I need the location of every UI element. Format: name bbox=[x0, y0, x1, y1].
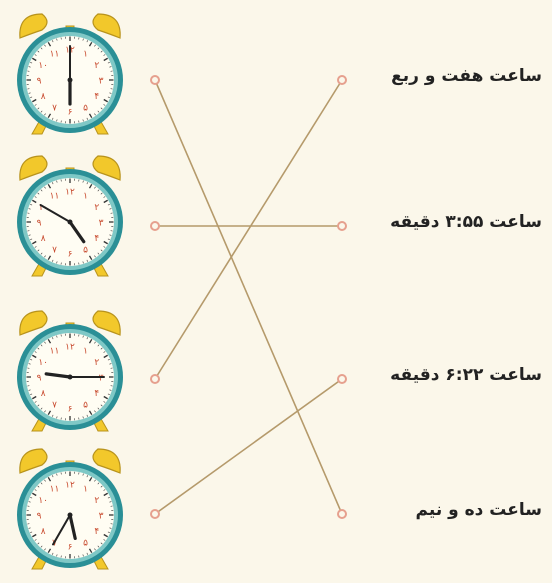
clock-numeral: ۲ bbox=[94, 203, 99, 213]
clock-numeral: ۱ bbox=[83, 192, 88, 202]
clock-bell-right bbox=[93, 14, 120, 38]
clock-center bbox=[68, 220, 73, 225]
clock-numeral: ۱۱ bbox=[50, 192, 60, 202]
clock-numeral: ۱۰ bbox=[38, 61, 48, 71]
clock-bell-left bbox=[20, 449, 47, 473]
clock-center bbox=[68, 513, 73, 518]
clock-numeral: ۶ bbox=[68, 405, 73, 415]
right-dot-3[interactable] bbox=[337, 374, 347, 384]
clock-bell-left bbox=[20, 156, 47, 180]
clock-numeral: ۹ bbox=[37, 219, 42, 229]
clock-bell-right bbox=[93, 449, 120, 473]
clock-numeral: ۷ bbox=[52, 103, 57, 113]
time-label-1: ساعت هفت و ربع bbox=[391, 66, 542, 86]
right-dot-4[interactable] bbox=[337, 509, 347, 519]
clock-numeral: ۱۰ bbox=[38, 358, 48, 368]
clock-numeral: ۵ bbox=[83, 103, 88, 113]
clock-numeral: ۵ bbox=[83, 245, 88, 255]
clock-numeral: ۲ bbox=[94, 61, 99, 71]
clock-numeral: ۱۲ bbox=[65, 343, 75, 353]
clock-numeral: ۴ bbox=[94, 92, 99, 102]
clock-numeral: ۸ bbox=[41, 92, 46, 102]
clock-numeral: ۴ bbox=[94, 389, 99, 399]
clock-numeral: ۲ bbox=[94, 496, 99, 506]
clock-numeral: ۱۱ bbox=[50, 347, 60, 357]
clock-numeral: ۱۲ bbox=[65, 188, 75, 198]
left-dot-2[interactable] bbox=[150, 221, 160, 231]
clock-numeral: ۱ bbox=[83, 50, 88, 60]
clock-numeral: ۱ bbox=[83, 347, 88, 357]
clock-numeral: ۹ bbox=[37, 77, 42, 87]
time-label-2: ساعت ۳:۵۵ دقیقه bbox=[390, 212, 542, 232]
clock-center bbox=[68, 78, 73, 83]
clock-numeral: ۶ bbox=[68, 108, 73, 118]
clock-bell-right bbox=[93, 156, 120, 180]
clock-numeral: ۳ bbox=[99, 512, 104, 522]
time-label-3: ساعت ۶:۲۲ دقیقه bbox=[390, 365, 542, 385]
clock-numeral: ۱۱ bbox=[50, 485, 60, 495]
clock-numeral: ۴ bbox=[94, 234, 99, 244]
clock-numeral: ۵ bbox=[83, 538, 88, 548]
clock-numeral: ۱۱ bbox=[50, 50, 60, 60]
clock-numeral: ۹ bbox=[37, 512, 42, 522]
clock-numeral: ۱۰ bbox=[38, 496, 48, 506]
clock-numeral: ۴ bbox=[94, 527, 99, 537]
clock-numeral: ۷ bbox=[52, 400, 57, 410]
clock-numeral: ۶ bbox=[68, 250, 73, 260]
connection-line-4 bbox=[155, 379, 342, 514]
clock-numeral: ۸ bbox=[41, 389, 46, 399]
time-label-4: ساعت ده و نیم bbox=[416, 500, 542, 520]
clock-bell-right bbox=[93, 311, 120, 335]
clock-bell-left bbox=[20, 311, 47, 335]
clock-numeral: ۱۲ bbox=[65, 481, 75, 491]
clock-center bbox=[68, 375, 73, 380]
left-dot-4[interactable] bbox=[150, 509, 160, 519]
clock-numeral: ۳ bbox=[99, 374, 104, 384]
clock-numeral: ۸ bbox=[41, 527, 46, 537]
right-dot-1[interactable] bbox=[337, 75, 347, 85]
clock-numeral: ۹ bbox=[37, 374, 42, 384]
clock-numeral: ۷ bbox=[52, 245, 57, 255]
clock-numeral: ۳ bbox=[99, 219, 104, 229]
right-dot-2[interactable] bbox=[337, 221, 347, 231]
clock-numeral: ۵ bbox=[83, 400, 88, 410]
connection-line-3 bbox=[155, 80, 342, 379]
clock-numeral: ۱ bbox=[83, 485, 88, 495]
left-dot-1[interactable] bbox=[150, 75, 160, 85]
left-dot-3[interactable] bbox=[150, 374, 160, 384]
clock-numeral: ۲ bbox=[94, 358, 99, 368]
clock-numeral: ۶ bbox=[68, 543, 73, 553]
clock-numeral: ۳ bbox=[99, 77, 104, 87]
clock-bell-left bbox=[20, 14, 47, 38]
clock-numeral: ۸ bbox=[41, 234, 46, 244]
connection-line-1 bbox=[155, 80, 342, 514]
